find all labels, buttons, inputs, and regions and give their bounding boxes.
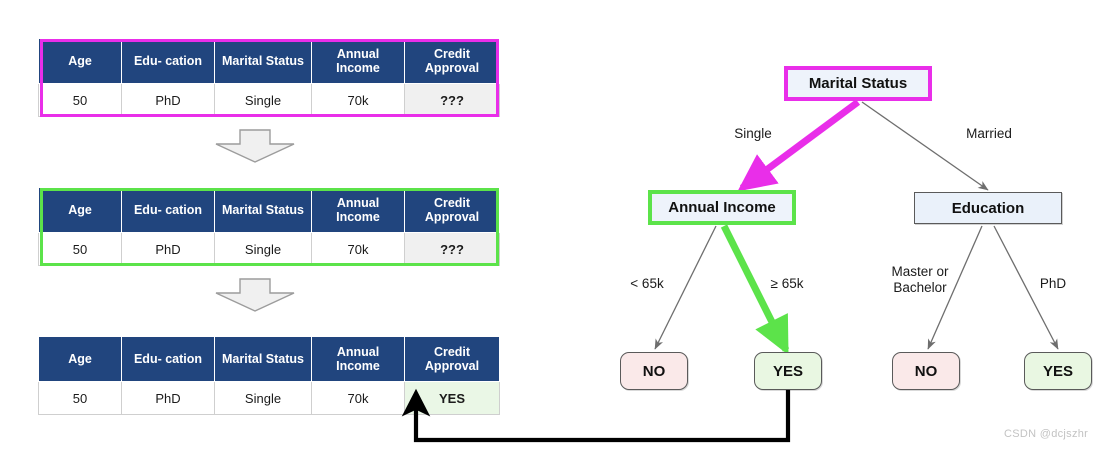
cell-age: 50: [38, 381, 122, 415]
edge-label-income-lt-65k: < 65k: [630, 276, 664, 291]
table-row: 50 PhD Single 70k ???: [38, 187, 500, 266]
col-header-age: Age: [38, 187, 122, 233]
cell-age-value: 50: [72, 241, 88, 257]
table-step-1: Age Edu- cation Marital Status Annual In…: [38, 38, 500, 117]
tree-leaf-no-education[interactable]: NO: [892, 352, 960, 390]
col-header-annual-income: Annual Income: [311, 38, 405, 84]
col-header-credit-approval: Credit Approval: [404, 336, 500, 382]
table-step-3: Age Edu- cation Marital Status Annual In…: [38, 336, 500, 415]
tree-node-label: Marital Status: [808, 75, 908, 92]
cell-annual-income-value: 70k: [347, 390, 369, 406]
cell-marital-status-value: Single: [244, 92, 282, 108]
tree-node-label: Annual Income: [668, 199, 776, 216]
col-header-annual-income: Annual Income: [311, 187, 405, 233]
cell-education: PhD: [121, 381, 215, 415]
col-header-marital-status: Marital Status: [214, 187, 312, 233]
tree-leaf-label: NO: [914, 362, 938, 380]
table-row: 50 PhD Single 70k YES: [38, 381, 500, 415]
edge-root-to-education: [861, 101, 989, 191]
cell-marital-status-value: Single: [244, 241, 282, 257]
col-header-marital-status: Marital Status: [214, 336, 312, 382]
watermark: CSDN @dcjszhr: [1004, 428, 1089, 440]
table-step-2: Age Edu- cation Marital Status Annual In…: [38, 187, 500, 266]
cell-annual-income: 70k: [39, 187, 499, 266]
tree-leaf-label: YES: [1042, 362, 1073, 380]
cell-age: 50: [38, 83, 122, 117]
cell-credit-approval: ???: [404, 83, 500, 117]
col-header-credit-approval: Credit Approval: [404, 187, 500, 233]
table-header-row: Age Edu- cation Marital Status Annual In…: [38, 336, 500, 382]
cell-education: PhD: [121, 83, 215, 117]
col-header-annual-income: Annual Income: [311, 336, 405, 382]
edge-label-married: Married: [966, 126, 1012, 141]
tree-leaf-yes-education[interactable]: YES: [1024, 352, 1092, 390]
edge-label-single: Single: [734, 126, 772, 141]
cell-marital-status-value: Single: [244, 390, 282, 406]
tree-node-label: Education: [951, 199, 1025, 217]
cell-education-value: PhD: [155, 241, 181, 257]
cell-annual-income: 70k: [311, 83, 405, 117]
cell-credit-approval-value: ???: [440, 92, 464, 108]
cell-education-value: PhD: [155, 390, 181, 406]
tree-leaf-label: YES: [772, 362, 803, 380]
col-header-age: Age: [38, 336, 122, 382]
cell-education: PhD: [121, 232, 215, 266]
cell-age: 50: [38, 232, 122, 266]
cell-annual-income: 70k: [311, 381, 405, 415]
cell-credit-approval: YES: [404, 381, 500, 415]
tree-leaf-yes-income[interactable]: YES: [754, 352, 822, 390]
col-header-credit-approval: Credit Approval: [404, 38, 500, 84]
cell-age-value: 50: [72, 92, 88, 108]
tree-node-education[interactable]: Education: [914, 192, 1062, 224]
tree-leaf-no-income[interactable]: NO: [620, 352, 688, 390]
tree-node-marital-status[interactable]: Marital Status: [784, 66, 932, 101]
cell-annual-income-value: 70k: [347, 92, 369, 108]
col-header-education: Edu- cation: [121, 38, 215, 84]
step-arrow-down-icon-2: [212, 277, 298, 313]
edge-label-master-or-bachelor: Master or Bachelor: [891, 264, 949, 296]
cell-marital-status: Single: [39, 38, 499, 117]
edge-label-phd: PhD: [1039, 276, 1067, 291]
cell-marital-status: Single: [214, 381, 312, 415]
col-header-age: Age: [38, 38, 122, 84]
edge-root-to-annual-income: [737, 99, 861, 192]
col-header-marital-status: Marital Status: [214, 38, 312, 84]
table-row: 50 PhD Single 70k ???: [38, 38, 500, 117]
tree-node-annual-income[interactable]: Annual Income: [648, 190, 796, 225]
step-arrow-down-icon-1: [212, 128, 298, 164]
col-header-education: Edu- cation: [121, 187, 215, 233]
col-header-education: Edu- cation: [121, 336, 215, 382]
cell-age-value: 50: [72, 390, 88, 406]
edge-label-income-gte-65k: ≥ 65k: [770, 276, 804, 291]
cell-credit-approval-value: ???: [440, 241, 464, 257]
tree-leaf-label: NO: [642, 362, 666, 380]
table-header-row: Age Edu- cation Marital Status Annual In…: [38, 187, 500, 233]
cell-credit-approval: ???: [404, 232, 500, 266]
cell-annual-income-value: 70k: [347, 241, 369, 257]
cell-education-value: PhD: [155, 92, 181, 108]
table-header-row: Age Edu- cation Marital Status Annual In…: [38, 38, 500, 84]
cell-credit-approval-value: YES: [438, 390, 465, 406]
cell-marital-status: Single: [214, 232, 312, 266]
